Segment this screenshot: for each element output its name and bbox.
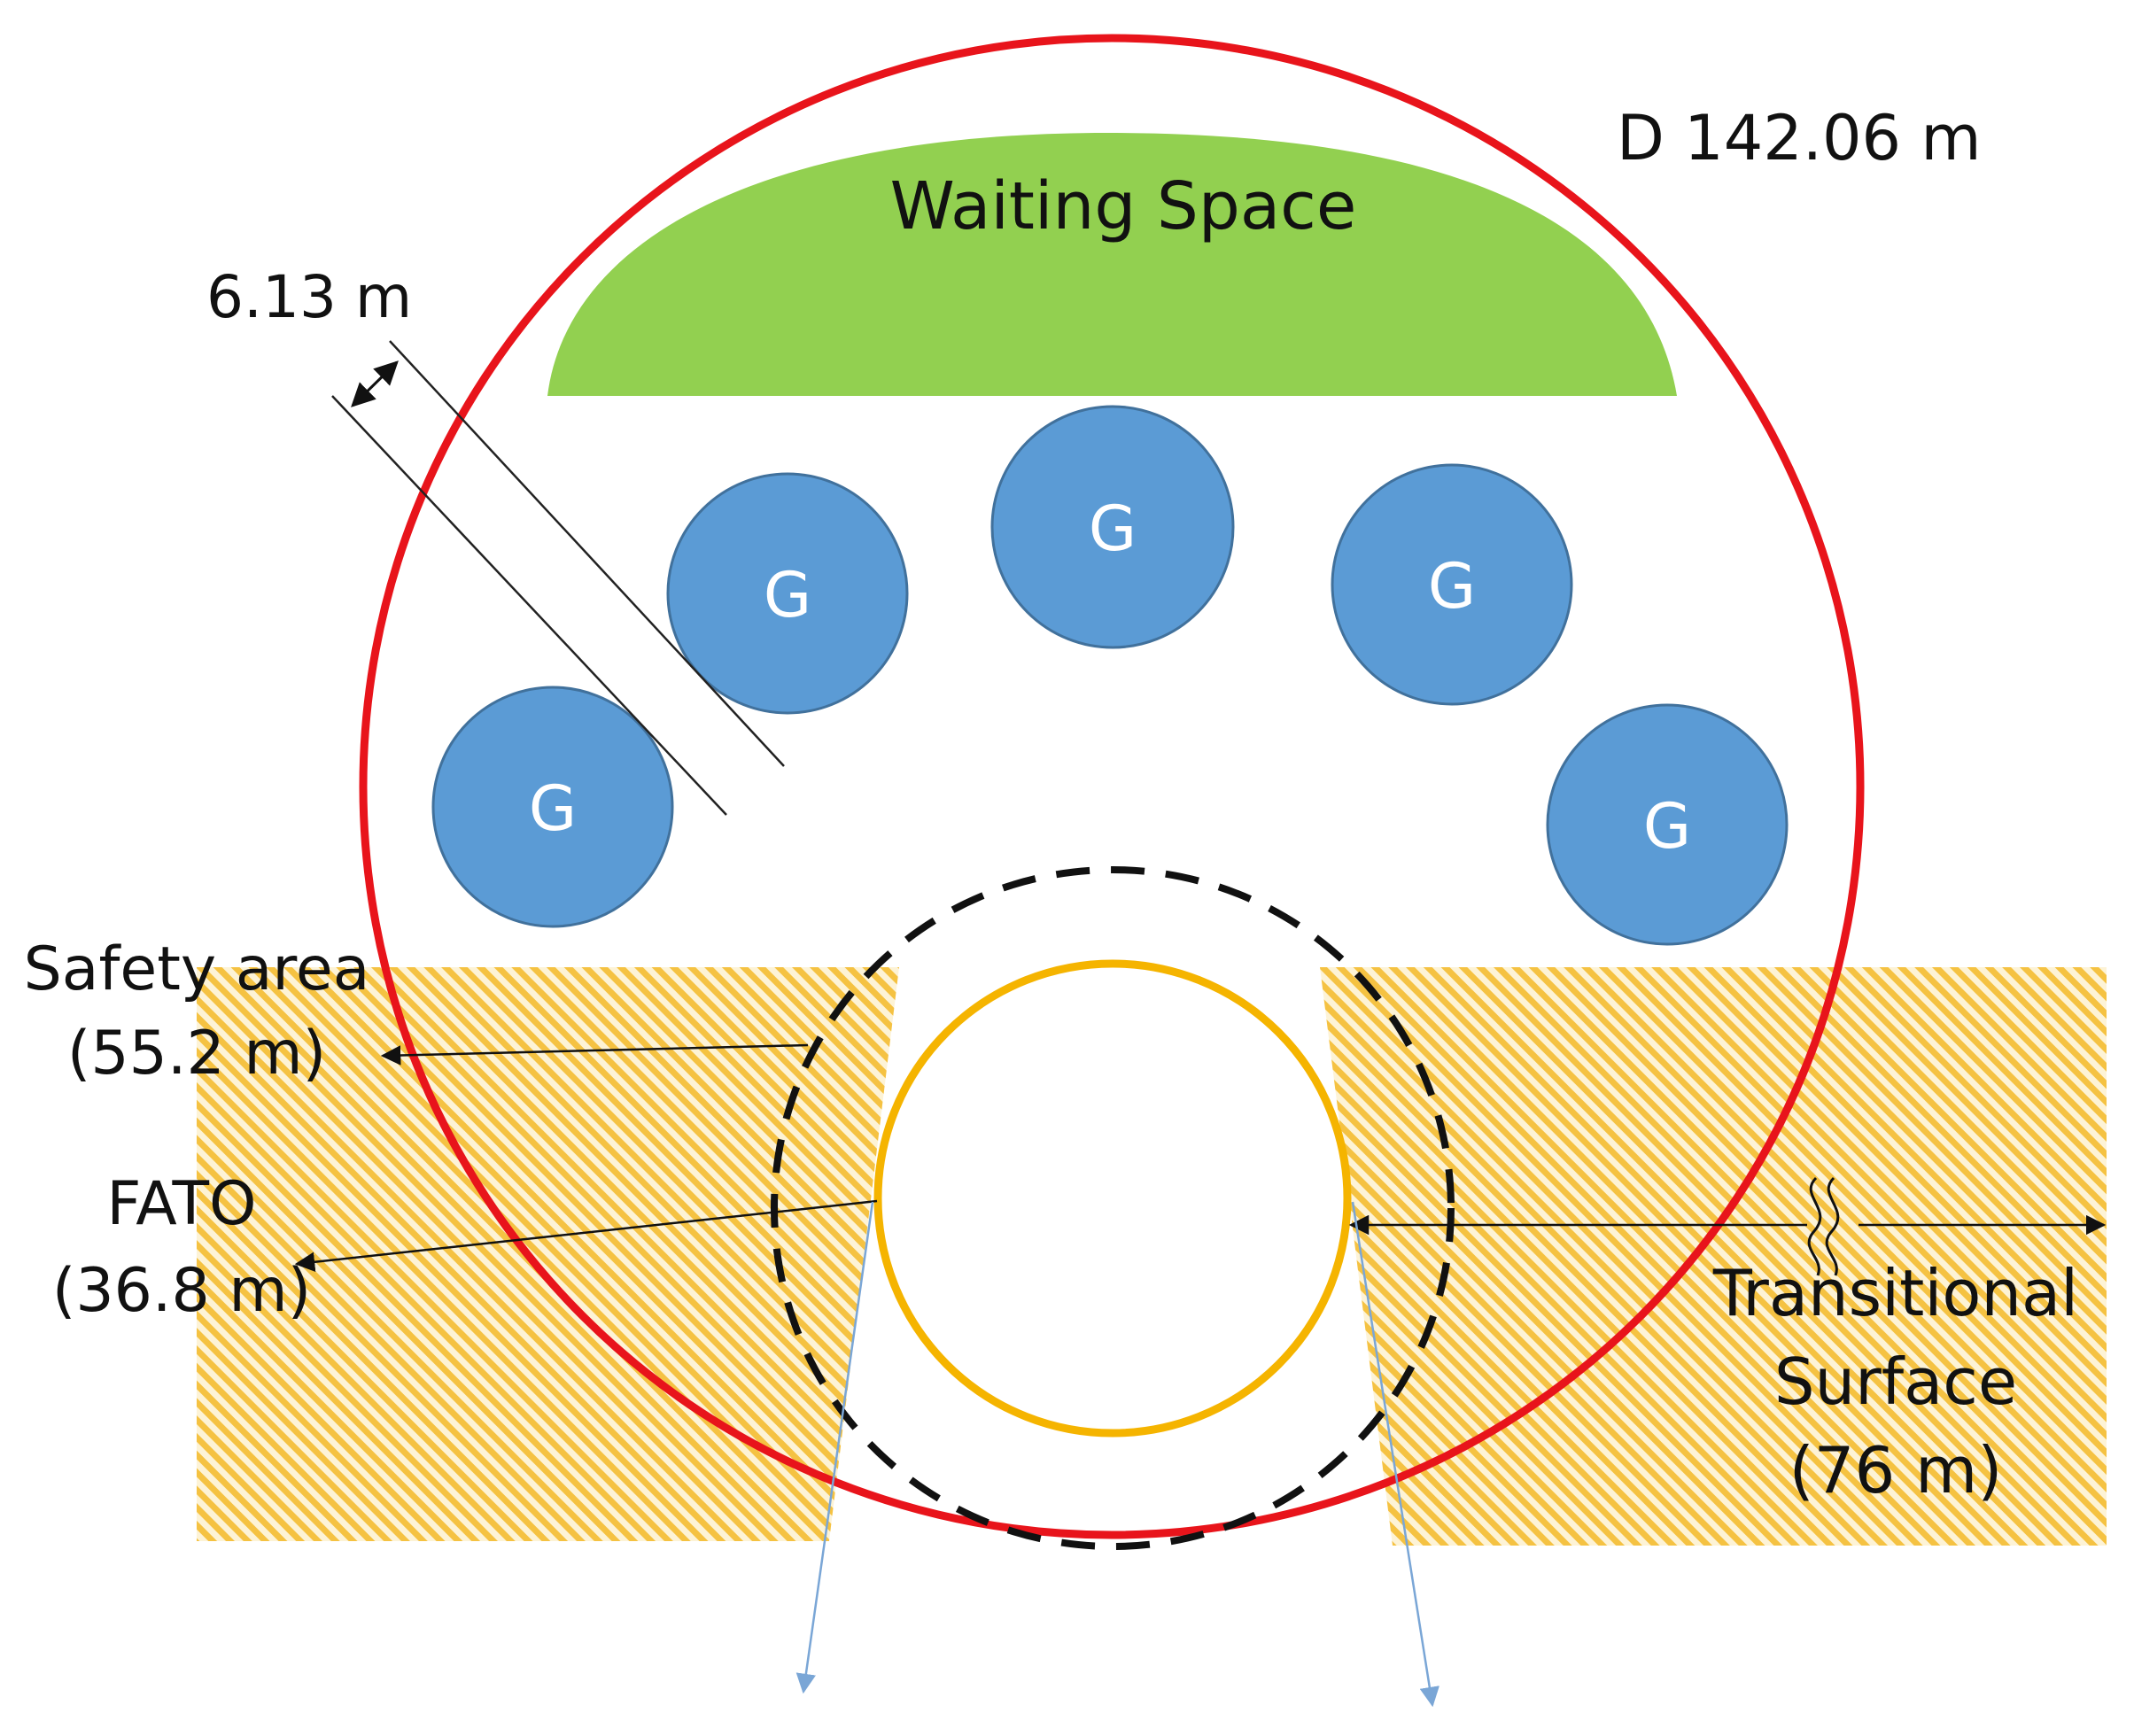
transitional-surface-right: [1320, 967, 2107, 1546]
approach-arrow-right: [1351, 1201, 1439, 1708]
fato-name-label: FATO: [106, 1169, 256, 1239]
gate-circle-5: [1546, 703, 1789, 946]
transitional-label-line1: Transitional: [1712, 1256, 2078, 1330]
gate-circle-3: [990, 405, 1235, 649]
diameter-label: D 142.06 m: [1617, 102, 1982, 174]
spacing-label: 6.13 m: [206, 263, 412, 331]
gate-label-4: G: [1428, 550, 1476, 623]
safety-area-size-label: (55.2 m): [67, 1019, 326, 1089]
fato-interior: [878, 963, 1347, 1432]
dimension-break-symbol-2: [1825, 1176, 1840, 1276]
gate-circle-1: [431, 686, 674, 928]
fato-size-label: (36.8 m): [52, 1256, 311, 1326]
waiting-space-area: [547, 133, 1677, 396]
approach-arrow-left: [795, 1201, 874, 1694]
spacing-line-inner: [389, 340, 785, 767]
gate-label-3: G: [1089, 492, 1137, 565]
safety-area-leader-arrow: [380, 1043, 809, 1066]
waiting-space-label: Waiting Space: [890, 168, 1357, 244]
fato-circle: [873, 959, 1352, 1438]
fato-leader-arrow: [294, 1199, 878, 1273]
gate-label-1: G: [529, 772, 577, 845]
gate-label-5: G: [1643, 790, 1691, 863]
safety-area-circle: [771, 866, 1455, 1550]
spacing-line-outer: [331, 395, 727, 816]
gate-circle-2: [666, 472, 909, 715]
dimension-break-symbol: [1807, 1176, 1822, 1276]
transitional-label-line2: Surface: [1774, 1345, 2017, 1419]
spacing-dimension-arrow: [351, 360, 399, 407]
gate-group: [431, 405, 1789, 946]
gate-label-2: G: [764, 559, 811, 632]
transitional-surface-left: [197, 967, 899, 1541]
gate-circle-4: [1331, 463, 1573, 706]
outer-boundary-circle: [359, 34, 1865, 1539]
transitional-label-line3: (76 m): [1789, 1433, 2003, 1507]
safety-area-name-label: Safety area: [24, 934, 370, 1004]
